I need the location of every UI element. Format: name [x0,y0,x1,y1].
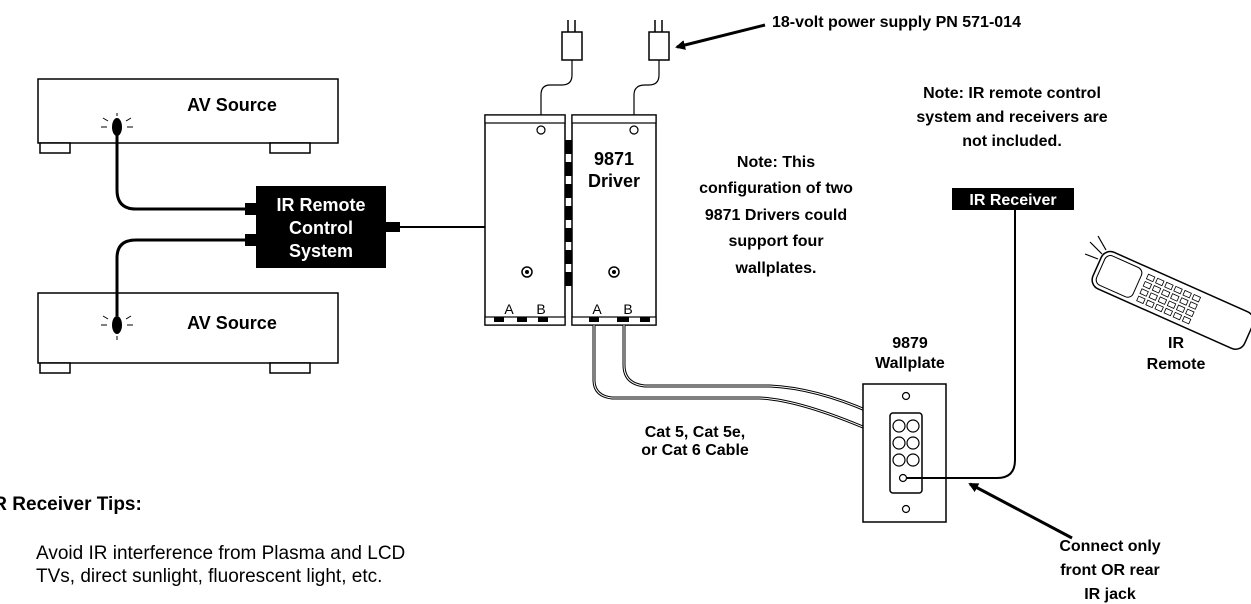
tip-line-2: TVs, direct sunlight, fluorescent light,… [36,566,383,587]
ir-remote-label-line-2: Remote [1147,356,1206,373]
wallplate [862,383,947,523]
cable-label-line-1: Cat 5, Cat 5e, [645,424,745,441]
power-adapter-right [633,20,670,116]
note-ir-line-2: system and receivers are [916,109,1107,126]
ir-remote-label-line-1: IR [1168,335,1184,352]
note-drivers-line-3: 9871 Drivers could [705,207,847,224]
av-source-bottom-label: AV Source [187,313,277,333]
driver-link-strip [565,140,572,286]
note-drivers-line-4: support four [728,233,823,250]
driver-left: A B [484,114,566,326]
driver-left-port-a: A [504,301,514,317]
ir-receiver-cable [907,206,1016,479]
av-source-top: AV Source [37,78,339,154]
connect-note-line-2: front OR rear [1060,562,1160,579]
connect-note-line-1: Connect only [1059,538,1160,555]
driver-right: 9871 Driver A B [571,114,657,326]
ir-receiver: IR Receiver [952,188,1074,210]
note-drivers: Note: This configuration of two 9871 Dri… [699,154,853,277]
ir-emitter-bottom [101,315,133,340]
wallplate-label-line-1: 9879 [892,335,928,352]
emitter-cable-bottom [115,238,250,316]
irrc-line-3: System [289,241,353,261]
ir-remote-control-system: IR Remote Control System [245,186,400,268]
note-ir-line-1: Note: IR remote control [923,85,1101,102]
note-drivers-line-5: wallplates. [735,260,817,277]
note-ir: Note: IR remote control system and recei… [916,85,1107,150]
power-supply-label: 18-volt power supply PN 571-014 [772,14,1021,31]
irrc-line-1: IR Remote [276,195,365,215]
note-drivers-line-1: Note: This [737,154,815,171]
cat-cable [592,325,871,432]
power-supply-arrow [675,23,766,50]
ir-receiver-label: IR Receiver [969,192,1056,209]
tip-line-1: Avoid IR interference from Plasma and LC… [36,543,406,564]
irrc-line-2: Control [289,218,353,238]
driver-label-line-1: 9871 [594,149,634,169]
note-drivers-line-2: configuration of two [699,180,853,197]
tips-title: IR Receiver Tips: [0,494,142,515]
driver-label-line-2: Driver [588,171,640,191]
ir-signal-icon [1084,235,1107,260]
driver-right-port-b: B [623,301,632,317]
driver-right-port-a: A [592,301,602,317]
cable-label-line-2: or Cat 6 Cable [641,442,749,459]
wallplate-label-line-2: Wallplate [875,355,945,372]
emitter-cable-top [115,135,250,211]
driver-left-port-b: B [536,301,545,317]
av-source-top-label: AV Source [187,95,277,115]
av-source-bottom: AV Source [37,292,339,374]
connect-arrow [968,482,1073,540]
ir-emitter-top [101,113,133,136]
ir-remote-icon [1091,250,1251,350]
note-ir-line-3: not included. [962,133,1062,150]
connect-note-line-3: IR jack [1084,586,1136,603]
power-adapter-left [540,20,583,116]
